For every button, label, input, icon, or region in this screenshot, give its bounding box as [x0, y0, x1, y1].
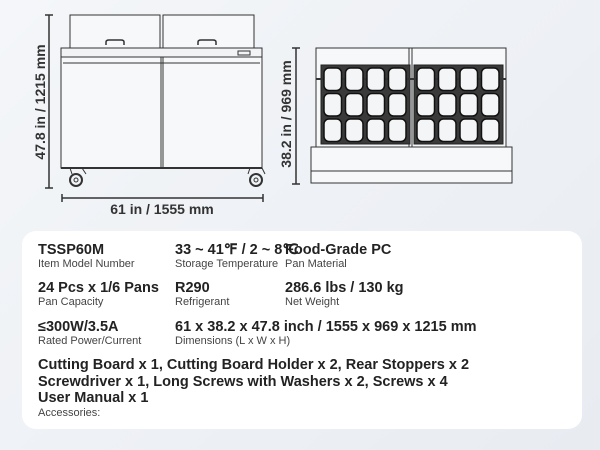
- food-pan: [437, 118, 457, 143]
- front-view-drawing: [60, 14, 266, 187]
- food-pan: [366, 118, 386, 143]
- food-pan: [323, 118, 343, 143]
- food-pan: [437, 92, 457, 117]
- food-pan: [387, 92, 407, 117]
- food-pan: [480, 118, 500, 143]
- spec-value: TSSP60M: [38, 242, 105, 258]
- food-pan: [416, 118, 436, 143]
- spec-label: Refrigerant: [175, 296, 230, 308]
- spec-label: Pan Material: [285, 258, 347, 270]
- spec-value: 24 Pcs x 1/6 Pans: [38, 280, 159, 296]
- food-pan: [459, 92, 479, 117]
- spec-label: Net Weight: [285, 296, 340, 308]
- top-view-drawing: [310, 47, 513, 184]
- food-pan: [480, 67, 500, 92]
- food-pan: [459, 118, 479, 143]
- spec-value: 286.6 lbs / 130 kg: [285, 280, 404, 296]
- food-pan: [344, 67, 364, 92]
- spec-value: R290: [175, 280, 210, 296]
- food-pan: [387, 118, 407, 143]
- spec-accessories: Cutting Board x 1, Cutting Board Holder …: [38, 357, 469, 420]
- height-dimension-line: [45, 14, 53, 189]
- food-pan: [366, 67, 386, 92]
- food-pan: [366, 92, 386, 117]
- spec-value: 61 x 38.2 x 47.8 inch / 1555 x 969 x 121…: [175, 319, 477, 335]
- accessories-line: Screwdriver x 1, Long Screws with Washer…: [38, 373, 448, 390]
- food-pan: [437, 67, 457, 92]
- spec-value: 33 ~ 41℉ / 2 ~ 8℃: [175, 242, 299, 258]
- spec-value: Food-Grade PC: [285, 242, 392, 258]
- food-pan: [459, 67, 479, 92]
- depth-dimension-line: [292, 47, 300, 185]
- food-pan: [480, 92, 500, 117]
- spec-dimensions: 61 x 38.2 x 47.8 inch / 1555 x 969 x 121…: [175, 319, 477, 348]
- food-pan: [344, 118, 364, 143]
- food-pan: [344, 92, 364, 117]
- product-drawings: [45, 14, 513, 202]
- food-pan: [416, 92, 436, 117]
- accessories-line: Cutting Board x 1, Cutting Board Holder …: [38, 357, 470, 373]
- width-dimension-line: [61, 194, 264, 202]
- food-pan: [416, 67, 436, 92]
- spec-label: Item Model Number: [38, 258, 135, 270]
- food-pan: [387, 67, 407, 92]
- food-pan: [323, 92, 343, 117]
- spec-value: ≤300W/3.5A: [38, 319, 119, 335]
- accessories-line: User Manual x 1: [38, 390, 149, 406]
- spec-label: Accessories:: [38, 406, 101, 419]
- width-dimension-label: 61 in / 1555 mm: [110, 201, 214, 217]
- food-pan: [323, 67, 343, 92]
- spec-label: Pan Capacity: [38, 296, 104, 308]
- depth-dimension-label: 38.2 in / 969 mm: [278, 60, 294, 168]
- spec-label: Storage Temperature: [175, 258, 279, 270]
- spec-label: Dimensions (L x W x H): [175, 335, 291, 347]
- height-dimension-label: 47.8 in / 1215 mm: [32, 44, 48, 160]
- spec-label: Rated Power/Current: [38, 335, 142, 347]
